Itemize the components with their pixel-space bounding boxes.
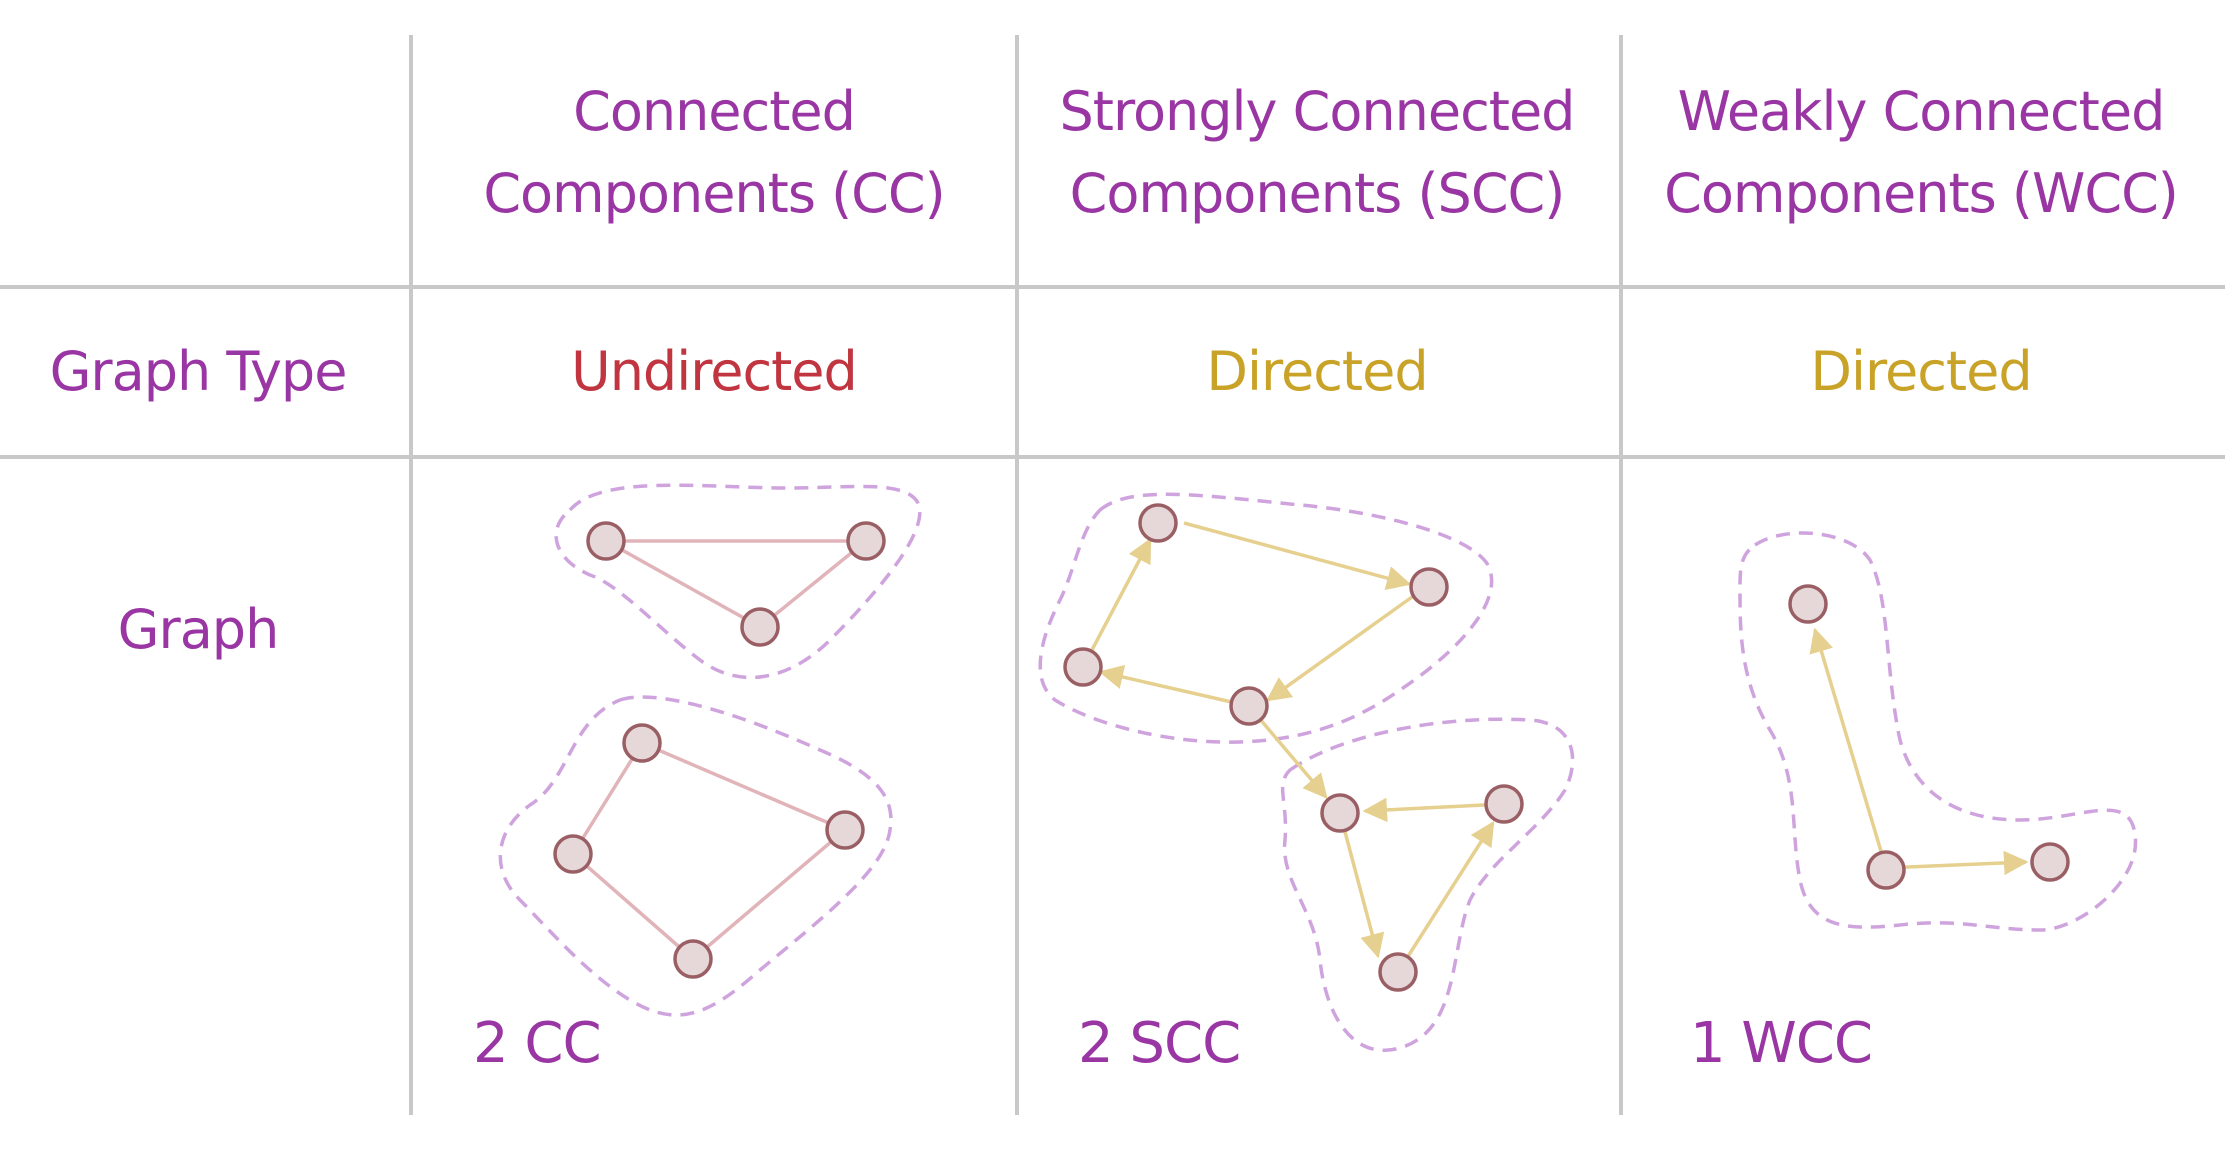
- count-label-scc: 2 SCC: [1078, 1011, 1240, 1076]
- cc-edge: [641, 741, 846, 832]
- wcc-node: [1866, 850, 1906, 890]
- scc-edge: [1362, 797, 1505, 823]
- scc-edge: [1081, 537, 1152, 668]
- scc-node: [1409, 567, 1449, 607]
- cc-edge: [691, 828, 847, 961]
- column-header-cc: Connected Components (CC): [483, 80, 945, 225]
- scc-node: [1484, 784, 1524, 824]
- cc-edge: [571, 852, 695, 961]
- cc-node: [553, 834, 593, 874]
- wcc-graph: [1738, 531, 2138, 932]
- wcc-node: [2030, 842, 2070, 882]
- scc-edge: [1338, 812, 1385, 959]
- column-header-cc-line1: Connected: [573, 80, 855, 143]
- scc-edge: [1098, 664, 1250, 708]
- cc-edge: [758, 539, 868, 629]
- cc-component-hull-1: [554, 483, 922, 680]
- column-header-cc-line2: Components (CC): [483, 162, 944, 225]
- scc-edge: [1396, 820, 1495, 973]
- cc-node: [586, 521, 626, 561]
- cc-node: [673, 939, 713, 979]
- scc-edge: [1183, 521, 1412, 591]
- scc-node: [1378, 952, 1418, 992]
- column-header-scc-line1: Strongly Connected: [1060, 80, 1575, 143]
- scc-edge: [1266, 585, 1428, 702]
- cc-graph: [498, 483, 922, 1017]
- wcc-component-hull: [1738, 531, 2138, 932]
- scc-node: [1229, 686, 1269, 726]
- cc-node: [846, 521, 886, 561]
- wcc-edge: [1809, 627, 1888, 869]
- cc-node: [622, 723, 662, 763]
- cc-edge: [605, 539, 761, 629]
- graph-type-scc: Directed: [1206, 340, 1427, 403]
- cc-edge: [571, 742, 644, 855]
- wcc-node: [1788, 584, 1828, 624]
- scc-graph: [1038, 492, 1575, 1052]
- row-label-graph-type: Graph Type: [50, 340, 347, 403]
- cc-node: [825, 810, 865, 850]
- cc-component-hull-2: [498, 695, 893, 1017]
- column-header-scc-line2: Components (SCC): [1070, 162, 1565, 225]
- count-label-cc: 2 CC: [473, 1011, 601, 1076]
- column-header-scc: Strongly Connected Components (SCC): [1060, 80, 1576, 225]
- wcc-edge: [1885, 850, 2029, 876]
- table-grid: [0, 35, 2225, 1115]
- scc-component-hull-1: [1038, 492, 1494, 744]
- graph-type-wcc: Directed: [1810, 340, 2031, 403]
- column-header-wcc: Weakly Connected Components (WCC): [1664, 80, 2179, 225]
- scc-node: [1320, 793, 1360, 833]
- graph-type-cc: Undirected: [571, 340, 857, 403]
- column-header-wcc-line2: Components (WCC): [1664, 162, 2178, 225]
- column-header-wcc-line1: Weakly Connected: [1678, 80, 2165, 143]
- row-label-graph: Graph: [118, 598, 279, 661]
- scc-node: [1063, 647, 1103, 687]
- scc-node: [1138, 503, 1178, 543]
- scc-component-hull-2: [1280, 717, 1575, 1052]
- cc-node: [740, 607, 780, 647]
- count-label-wcc: 1 WCC: [1690, 1011, 1872, 1076]
